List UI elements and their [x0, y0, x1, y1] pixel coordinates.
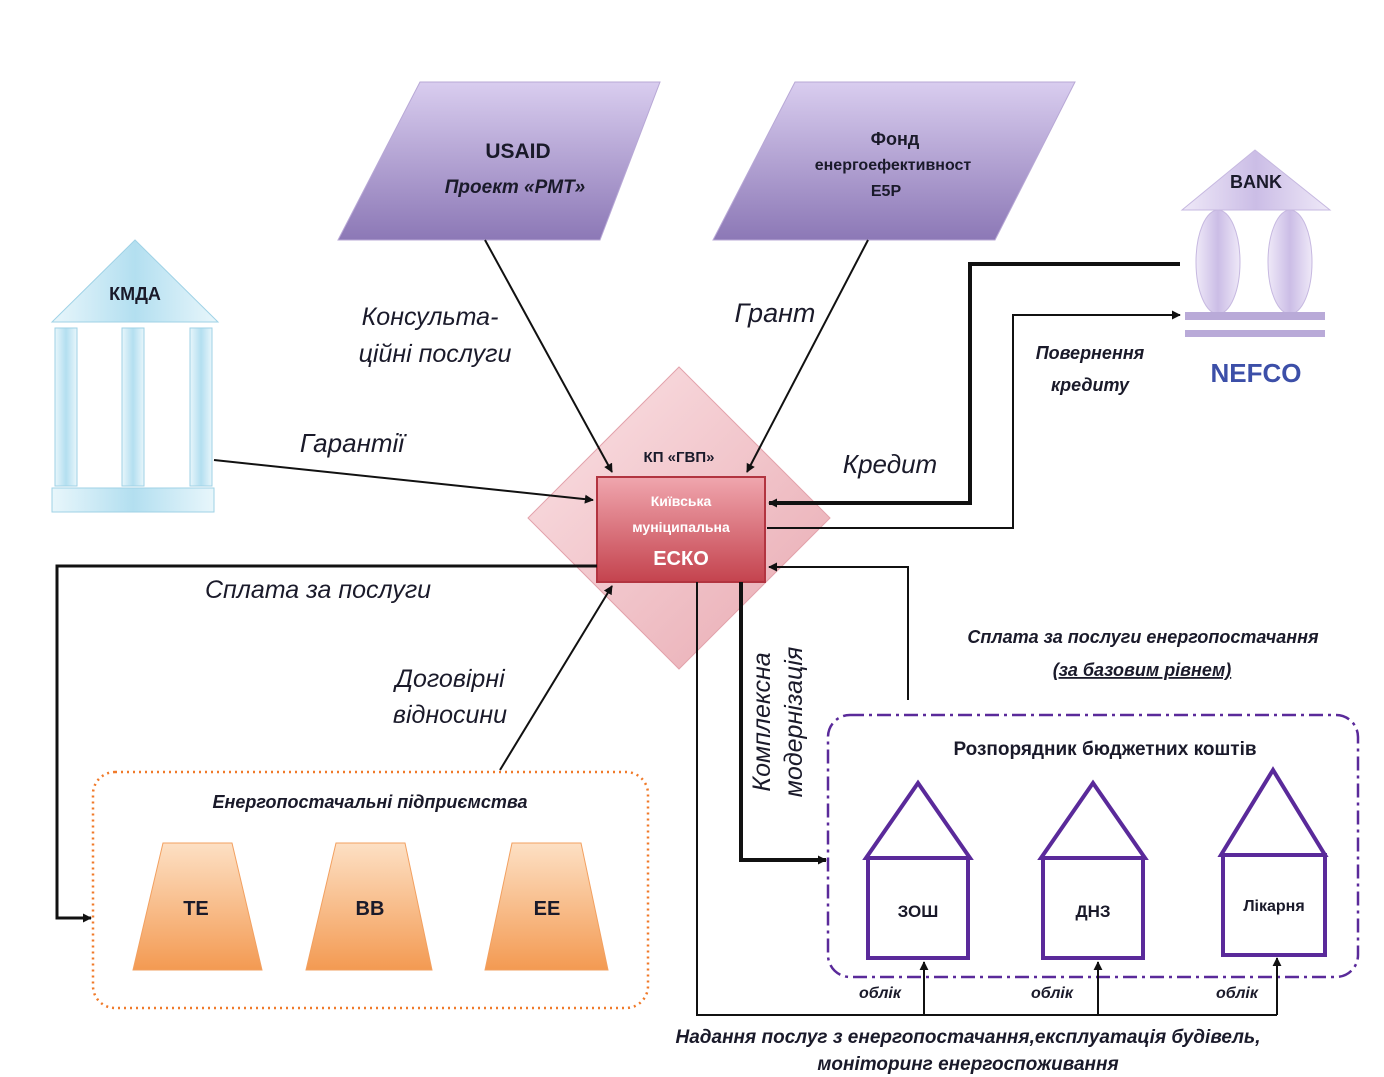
arrow-consulting: [484, 239, 613, 473]
usaid-title: USAID: [485, 140, 550, 163]
label-contract-2: відносини: [393, 701, 507, 729]
usaid-node: USAID Проект «PMT»: [337, 81, 661, 241]
label-payment-services: Сплата за послуги: [205, 576, 431, 604]
label-oblik-1: облік: [859, 985, 902, 1002]
esco-line2: муніципальна: [632, 519, 730, 535]
arrow-grant: [746, 239, 869, 473]
budget-title: Розпорядник бюджетних коштів: [953, 739, 1256, 760]
label-consult-1: Консульта-: [362, 303, 499, 331]
label-modernization: Комплексна модернізація: [748, 647, 808, 797]
connectors: [55, 239, 1282, 1016]
label-guarantees: Гарантії: [300, 428, 407, 458]
label-oblik-2: облік: [1031, 985, 1074, 1002]
bank-building: BANK NEFCO: [1180, 149, 1332, 388]
arrow-energy-payment: [768, 562, 909, 700]
label-consult-2: ційні послуги: [359, 340, 512, 368]
esco-line3: ЕСКО: [653, 548, 709, 570]
label-oblik-3: облік: [1216, 985, 1259, 1002]
line-services: [696, 582, 1277, 1016]
suppliers-group: Енергопостачальні підприємства ТЕ ВВ ЕЕ: [91, 770, 650, 1010]
label-credit: Кредит: [843, 449, 937, 479]
arrow-credit: [768, 262, 1180, 508]
building-hospital: Лікарня: [1243, 898, 1304, 915]
label-energy-payment-1: Сплата за послуги енергопостачання: [967, 627, 1319, 647]
label-energy-payment-2: (за базовим рівнем): [1053, 660, 1232, 680]
building-zosh: ЗОШ: [898, 902, 939, 921]
arrow-modernization: [739, 582, 827, 865]
arrow-repayment: [767, 310, 1181, 529]
supplier-vv: ВВ: [356, 898, 385, 920]
kmda-label: КМДА: [109, 284, 161, 304]
bank-label: BANK: [1230, 172, 1282, 192]
nefco-label: NEFCO: [1211, 358, 1302, 388]
label-bottom-1: Надання послуг з енергопостачання,експлу…: [675, 1027, 1260, 1048]
label-bottom-2: моніторинг енергоспоживання: [817, 1054, 1118, 1075]
arrow-guarantees: [213, 459, 594, 504]
fund-subtitle: енергоефективност: [815, 157, 972, 174]
building-dnz: ДНЗ: [1075, 902, 1110, 921]
label-grant: Грант: [735, 298, 816, 328]
esco-node: КП «ГВП» Київська муніципальна ЕСКО: [527, 366, 831, 670]
esco-line1: Київська: [651, 493, 712, 509]
label-contract-1: Договірні: [392, 665, 506, 693]
arrow-contract: [499, 585, 613, 771]
label-modern-1: Комплексна: [748, 652, 776, 791]
usaid-project: Проект «PMT»: [445, 177, 586, 198]
arrow-supplier-payment: [55, 564, 597, 923]
kmda-building: КМДА: [50, 239, 220, 513]
label-modern-2: модернізація: [780, 647, 808, 797]
label-repay-1: Повернення: [1036, 343, 1145, 363]
suppliers-title: Енергопостачальні підприємства: [212, 792, 527, 812]
fund-node: Фонд енергоефективност E5P: [712, 81, 1076, 241]
supplier-ee: ЕЕ: [534, 898, 561, 920]
label-repay-2: кредиту: [1051, 375, 1130, 395]
supplier-te: ТЕ: [183, 898, 209, 920]
esco-kp-label: КП «ГВП»: [644, 449, 715, 466]
fund-e5p: E5P: [871, 183, 902, 200]
fund-title: Фонд: [871, 129, 920, 149]
budget-group: Розпорядник бюджетних коштів ЗОШ ДНЗ Лік…: [826, 713, 1360, 979]
